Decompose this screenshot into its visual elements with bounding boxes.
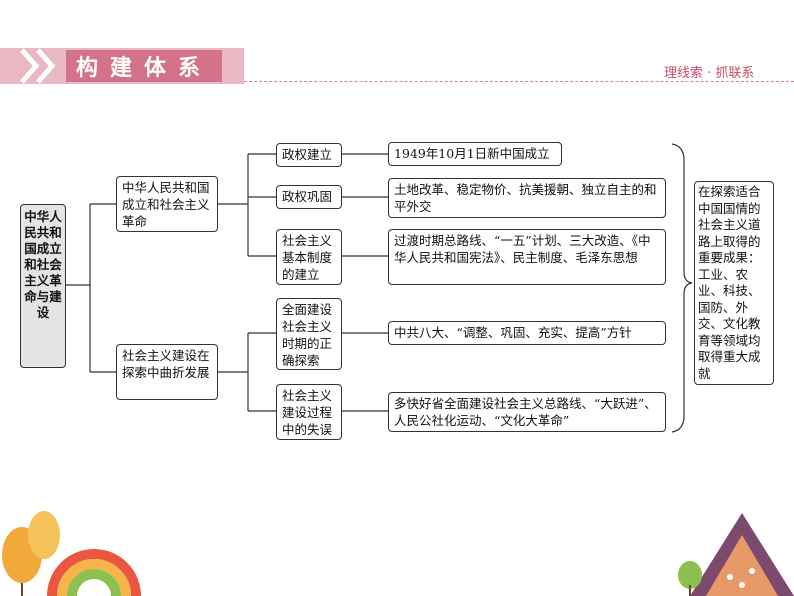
branch-node-2: 社会主义建设在探索中曲折发展 (116, 344, 218, 400)
sub-node-1: 政权建立 (276, 143, 342, 167)
tree-icon (678, 561, 702, 596)
detail-node-2: 土地改革、稳定物价、抗美援朝、独立自主的和平外交 (388, 178, 666, 218)
sub-node-5: 社会主义建设过程中的失误 (276, 384, 342, 440)
sub-node-3: 社会主义基本制度的建立 (276, 229, 342, 285)
footer-decoration (2, 511, 794, 596)
chevron-decoration-icon (20, 48, 56, 84)
header-divider (244, 81, 794, 82)
detail-node-5: 多快好省全面建设社会主义总路线、“大跃进”、人民公社化运动、“文化大革命” (388, 392, 666, 432)
sub-node-2: 政权巩固 (276, 185, 342, 209)
branch-node-1: 中华人民共和国成立和社会主义革命 (116, 176, 218, 232)
root-node: 中华人民共和国成立和社会主义革命与建设 (20, 204, 66, 368)
summary-node: 在探索适合中国国情的社会主义道路上取得的重要成果：工业、农业、科技、国防、外交、… (694, 181, 774, 385)
section-title: 构建体系 (66, 50, 222, 82)
sub-node-4: 全面建设社会主义时期的正确探索 (276, 298, 342, 370)
rainbow-icon (47, 549, 141, 596)
balloon-icon (2, 511, 60, 596)
tent-icon (690, 513, 794, 596)
header-subtitle: 理线索 · 抓联系 (664, 66, 755, 81)
detail-node-4: 中共八大、“调整、巩固、充实、提高”方针 (388, 321, 666, 345)
detail-node-3: 过渡时期总路线、“一五”计划、三大改造、《中华人民共和国宪法》、民主制度、毛泽东… (388, 229, 666, 285)
detail-node-1: 1949年10月1日新中国成立 (388, 142, 562, 166)
